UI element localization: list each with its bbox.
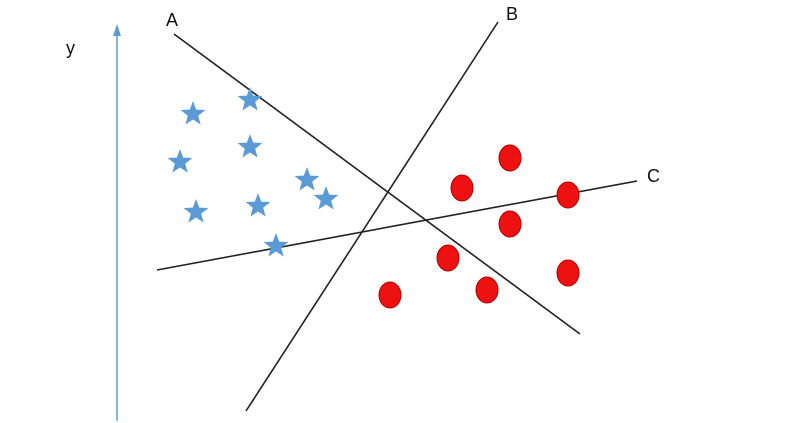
star-marker (313, 186, 339, 210)
circle-marker (556, 259, 580, 287)
circle-marker (498, 144, 522, 172)
line-b-label: B (506, 4, 518, 24)
star-marker (263, 233, 289, 257)
star-points (167, 87, 339, 257)
star-marker (294, 167, 320, 191)
star-marker (183, 199, 209, 223)
star-marker (180, 101, 206, 125)
circle-marker (475, 276, 499, 304)
circle-marker (378, 281, 402, 309)
circle-points (378, 144, 580, 309)
y-axis-label: y (66, 38, 75, 58)
line-b (245, 21, 499, 412)
star-marker (167, 149, 193, 173)
line-c-label: C (647, 166, 660, 186)
circle-marker (498, 210, 522, 238)
star-marker (245, 193, 271, 217)
line-a-label: A (166, 10, 178, 30)
circle-marker (436, 244, 460, 272)
circle-marker (450, 174, 474, 202)
star-marker (237, 134, 263, 158)
star-marker (237, 87, 263, 111)
circle-marker (556, 181, 580, 209)
line-a (173, 33, 581, 335)
y-axis-arrowhead (113, 24, 121, 36)
